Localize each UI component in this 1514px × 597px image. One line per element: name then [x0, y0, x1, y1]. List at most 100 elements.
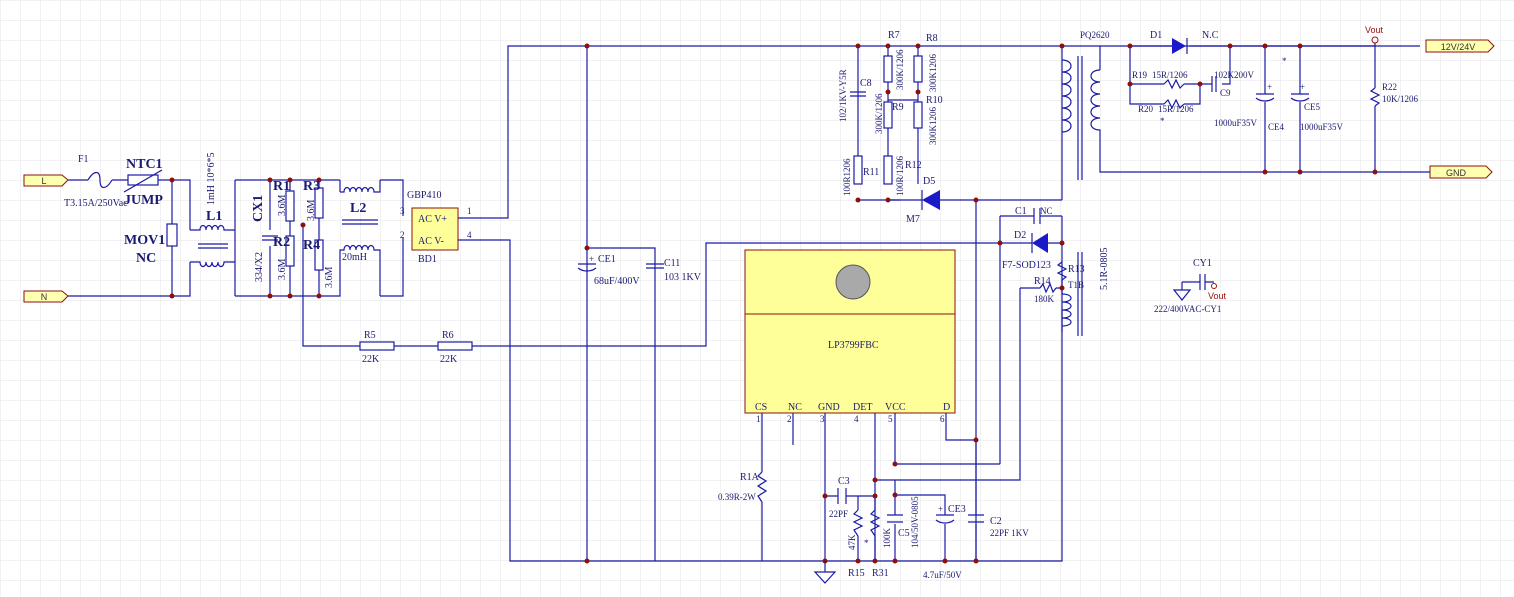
resistor-r14-ref: R14	[1034, 276, 1051, 287]
port-line-label: L	[41, 176, 46, 186]
resistor-r31-value: 100K	[882, 528, 892, 549]
capacitor-cy1-ref: CY1	[1193, 258, 1212, 269]
varistor-mov1[interactable]: MOV1 NC	[124, 223, 178, 266]
diode-d1[interactable]: D1 N.C	[1150, 30, 1219, 54]
bridge-pin3: 3	[400, 206, 405, 216]
resistor-r10[interactable]: R10 300K1206	[913, 95, 943, 145]
bridge-pin2: 2	[400, 230, 405, 240]
resistor-r5-ref: R5	[364, 330, 376, 341]
resistor-r2[interactable]: R2 3.6M	[273, 235, 295, 280]
ic-pin-num-2: 2	[787, 414, 792, 424]
resistor-r22[interactable]: R22 10K/1206	[1369, 82, 1419, 107]
choke-l1[interactable]: L1 1mH 10*6*5	[190, 153, 235, 268]
fuse-f1-value: T3.15A/250Vac	[64, 198, 128, 209]
resistor-r6-ref: R6	[442, 330, 454, 341]
capacitor-c2[interactable]: C2 22PF 1KV	[968, 514, 1029, 538]
port-neutral-input[interactable]: N	[23, 290, 69, 303]
svg-text:+: +	[1300, 82, 1305, 92]
capacitor-cy1-vout: Vout	[1208, 291, 1227, 301]
resistor-r13[interactable]: R13	[1056, 261, 1085, 281]
resistor-r2-ref: R2	[273, 235, 290, 250]
capacitor-ce1-ref: CE1	[598, 254, 616, 265]
resistor-r1[interactable]: R1 3.6M	[273, 179, 295, 222]
resistor-r10-ref: R10	[926, 95, 943, 106]
capacitor-c5-ref: C5	[898, 528, 910, 539]
vout-label: Vout	[1365, 25, 1384, 35]
ntc-ntc1[interactable]: NTC1 JUMP	[123, 157, 163, 208]
transformer-pq2620[interactable]: PQ2620 T1B 5.1R-0805	[1061, 30, 1110, 336]
resistor-r9[interactable]: R9 300K/1206	[874, 93, 904, 134]
diode-d5-value: M7	[906, 214, 920, 225]
resistor-r6[interactable]: R6 22K	[437, 330, 473, 365]
resistor-r15[interactable]: R15 47K	[847, 509, 865, 579]
resistor-r31[interactable]: R31 100K *	[864, 509, 892, 579]
resistor-r20[interactable]: R20 15R/1206 *	[1138, 98, 1194, 126]
resistor-r4[interactable]: R4 3.6M	[303, 238, 335, 288]
bridge-bd1[interactable]: AC V+ AC V- GBP410 BD1 3 2 1 4	[400, 190, 472, 265]
capacitor-c9[interactable]: 102K200V C9	[1211, 70, 1254, 98]
choke-l1-value: 1mH 10*6*5	[206, 153, 217, 206]
capacitor-ce4-ref: CE4	[1268, 122, 1285, 132]
port-line-input[interactable]: L	[23, 174, 69, 187]
resistor-r5[interactable]: R5 22K	[359, 330, 395, 365]
ic-name: LP3799FBC	[828, 340, 879, 351]
resistor-r7[interactable]: R7 300K/1206	[883, 30, 905, 90]
resistor-r12[interactable]: R12 100R/1206	[883, 155, 922, 196]
capacitor-ce3[interactable]: + CE3 4.7uF/50V	[923, 504, 966, 580]
capacitor-ce1[interactable]: + CE1 68uF/400V	[577, 254, 640, 287]
resistor-r8[interactable]: R8 300K1206	[913, 33, 938, 92]
resistor-r11[interactable]: R11 100R1206	[842, 155, 879, 196]
ic-pin-gnd: GND	[818, 402, 840, 413]
resistor-r3[interactable]: R3 3.6M	[303, 179, 324, 221]
bridge-pin1: 1	[467, 206, 472, 216]
capacitor-c8-value: 102/1KV-Y5R	[838, 69, 848, 122]
controller-ic[interactable]: LP3799FBC CS NC GND DET VCC D 1 2 3 4 5 …	[744, 249, 956, 424]
choke-l1-ref: L1	[206, 209, 222, 224]
diode-d5[interactable]: D5 M7	[906, 176, 940, 225]
capacitor-c11[interactable]: C11 103 1KV	[646, 258, 702, 283]
capacitor-c9-ref: C9	[1220, 88, 1231, 98]
resistor-r31-mark: *	[864, 538, 869, 548]
bridge-bd1-value: GBP410	[407, 190, 441, 201]
capacitor-c8[interactable]: C8 102/1KV-Y5R	[838, 69, 872, 122]
port-output-ground[interactable]: GND	[1429, 165, 1493, 179]
capacitor-cx1[interactable]: CX1 334/X2	[251, 195, 278, 282]
ntc-ntc1-ref: NTC1	[126, 157, 163, 172]
wires	[68, 45, 1430, 562]
capacitor-ce4[interactable]: + * CE4 1000uF35V	[1214, 56, 1287, 132]
capacitor-c5-value: 104/50V-0805	[910, 496, 920, 548]
port-output-positive-label: 12V/24V	[1441, 42, 1476, 52]
resistor-r19[interactable]: R19 15R/1206	[1132, 70, 1188, 90]
resistor-r31-ref: R31	[872, 568, 889, 579]
capacitor-c1-ref: C1	[1015, 206, 1027, 217]
resistor-r7-ref: R7	[888, 30, 900, 41]
capacitor-c1[interactable]: C1 NC	[1015, 206, 1053, 224]
resistor-r1a[interactable]: R1A 0.39R-2W	[718, 471, 768, 503]
capacitor-ce1-value: 68uF/400V	[594, 276, 640, 287]
resistor-r1-value: 3.6M	[277, 195, 288, 217]
capacitor-c11-ref: C11	[664, 258, 680, 269]
ic-pin-cs: CS	[755, 402, 767, 413]
fuse-f1[interactable]: F1 T3.15A/250Vac	[64, 154, 128, 209]
capacitor-ce5[interactable]: + CE5 1000uF35V	[1290, 82, 1344, 132]
resistor-r14[interactable]: R14 180K	[1034, 276, 1057, 304]
resistor-r8-ref: R8	[926, 33, 938, 44]
varistor-mov1-ref: MOV1	[124, 233, 165, 248]
ic-pin-nc: NC	[788, 402, 802, 413]
resistor-r12-value: 100R/1206	[895, 155, 905, 196]
capacitor-cy1[interactable]: CY1 Vout 222/400VAC-CY1	[1154, 258, 1227, 314]
common-mode-choke-l2[interactable]: L2 20mH	[339, 180, 381, 296]
port-output-positive[interactable]: 12V/24V	[1425, 39, 1495, 53]
capacitor-c5[interactable]: C5 104/50V-0805	[887, 496, 920, 548]
bridge-pin-acn: AC V-	[418, 236, 444, 247]
resistor-r9-ref: R9	[892, 102, 904, 113]
diode-d2[interactable]: D2 F7-SOD123	[1002, 230, 1051, 271]
resistor-r4-ref: R4	[303, 238, 320, 253]
capacitor-c3[interactable]: C3 22PF	[829, 476, 850, 519]
port-neutral-label: N	[41, 292, 48, 302]
resistor-r4-value: 3.6M	[324, 267, 335, 289]
capacitor-ce4-mark: *	[1282, 56, 1287, 66]
resistor-r6-value: 22K	[440, 354, 458, 365]
diode-d1-ref: D1	[1150, 30, 1162, 41]
